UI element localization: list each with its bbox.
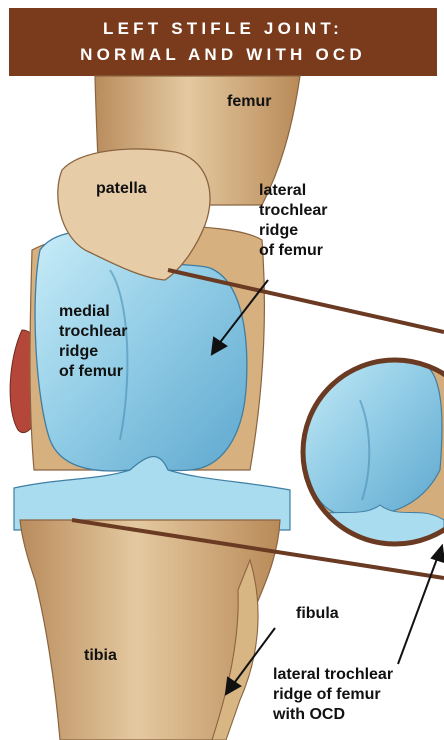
label-medial-ridge: medial trochlear ridge of femur [59, 302, 127, 382]
label-medial-ridge-line-1: medial [59, 302, 127, 322]
label-ocd-ridge-line-1: lateral trochlear [273, 665, 393, 685]
label-lateral-ridge-line-4: of femur [259, 241, 327, 261]
ocd-zoom-view [300, 355, 444, 550]
label-medial-ridge-line-3: ridge [59, 342, 127, 362]
label-medial-ridge-line-4: of femur [59, 362, 127, 382]
label-femur: femur [227, 92, 271, 112]
label-patella: patella [96, 179, 147, 199]
label-ocd-ridge: lateral trochlear ridge of femur with OC… [273, 665, 393, 725]
label-tibia: tibia [84, 646, 117, 666]
arrow-ocd [398, 546, 444, 664]
label-lateral-ridge-line-2: trochlear [259, 201, 327, 221]
label-medial-ridge-line-2: trochlear [59, 322, 127, 342]
label-fibula: fibula [296, 604, 339, 624]
label-lateral-ridge-line-1: lateral [259, 181, 327, 201]
label-lateral-ridge-line-3: ridge [259, 221, 327, 241]
label-ocd-ridge-line-2: ridge of femur [273, 685, 393, 705]
label-lateral-ridge: lateral trochlear ridge of femur [259, 181, 327, 261]
label-ocd-ridge-line-3: with OCD [273, 705, 393, 725]
